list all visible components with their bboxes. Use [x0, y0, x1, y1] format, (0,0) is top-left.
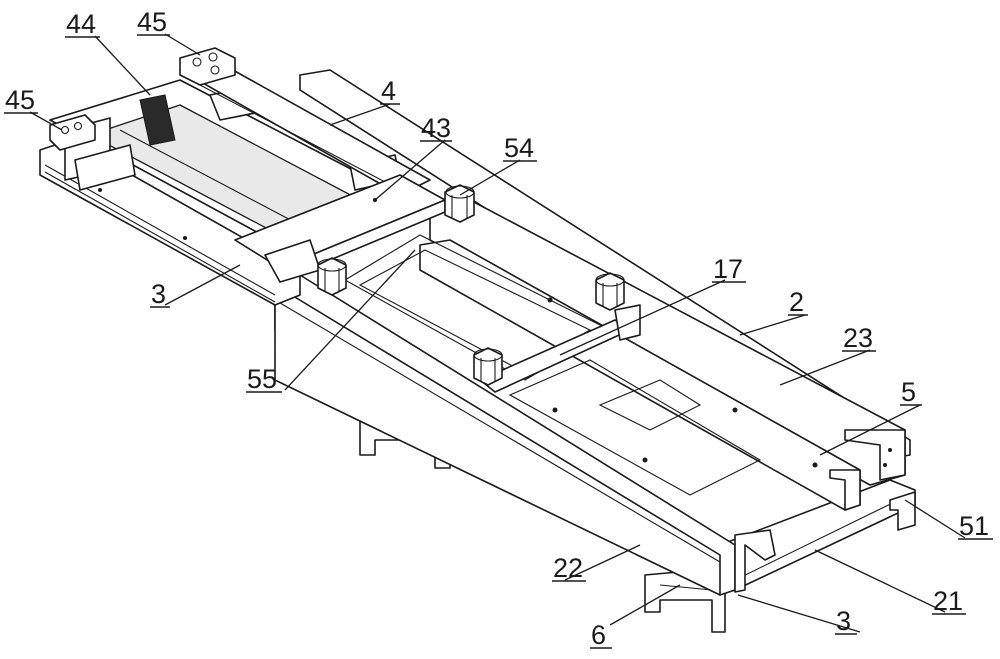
label-22: 22 [553, 553, 583, 583]
knob-bolt-center [474, 348, 502, 385]
label-17: 17 [713, 254, 743, 284]
label-5: 5 [901, 377, 916, 407]
knob-bolt-right [596, 273, 624, 310]
label-23: 23 [843, 323, 873, 353]
label-21: 21 [933, 586, 963, 616]
label-43: 43 [421, 113, 451, 143]
label-3-upper: 3 [151, 279, 166, 309]
label-2: 2 [789, 287, 804, 317]
knob-bolt-55 [318, 258, 346, 295]
label-55: 55 [247, 364, 277, 394]
label-51: 51 [959, 511, 989, 541]
knob-bolt-54 [445, 185, 474, 222]
label-54: 54 [504, 133, 534, 163]
label-44: 44 [66, 9, 96, 39]
label-45-top: 45 [137, 7, 167, 37]
label-4: 4 [381, 76, 396, 106]
label-3-lower: 3 [836, 606, 851, 636]
label-6: 6 [591, 620, 606, 650]
label-45-left: 45 [5, 85, 35, 115]
